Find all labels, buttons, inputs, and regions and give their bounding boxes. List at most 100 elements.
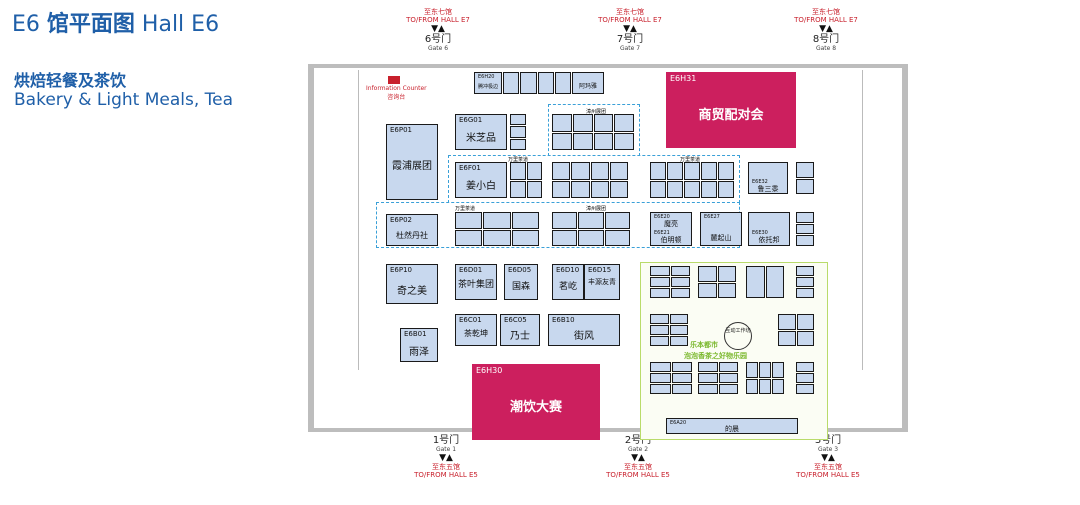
booth-small[interactable] [718, 180, 734, 198]
booth-small[interactable] [537, 72, 554, 94]
booth-small[interactable] [650, 314, 669, 324]
booth-small[interactable] [572, 114, 593, 132]
booth-small[interactable] [718, 373, 738, 383]
booth-e6h38[interactable]: 阿玛雅 [572, 72, 604, 94]
booth-small[interactable] [718, 162, 734, 180]
booth-small[interactable] [552, 229, 578, 246]
booth-small[interactable] [650, 373, 671, 383]
booth-small[interactable] [520, 72, 537, 94]
booth-small[interactable] [796, 277, 814, 287]
booth-small[interactable] [796, 373, 814, 383]
booth-small[interactable] [503, 72, 520, 94]
booth-small[interactable] [670, 288, 690, 298]
booth-small[interactable] [593, 132, 614, 150]
booth-small[interactable] [698, 384, 718, 394]
booth-small[interactable] [614, 114, 634, 132]
booth-small[interactable] [701, 162, 717, 180]
booth-small[interactable] [590, 162, 609, 180]
booth-small[interactable] [796, 384, 814, 394]
booth-small[interactable] [554, 72, 571, 94]
booth-small[interactable] [552, 212, 578, 229]
booth-small[interactable] [650, 162, 666, 180]
booth-small[interactable] [669, 336, 688, 346]
booth-e6h31[interactable]: E6H31 商贸配对会 [666, 72, 796, 148]
booth-small[interactable] [578, 229, 604, 246]
booth-small[interactable] [571, 162, 590, 180]
booth-small[interactable] [796, 288, 814, 298]
booth-small[interactable] [510, 180, 526, 198]
booth-small[interactable] [669, 314, 688, 324]
booth-small[interactable] [571, 180, 590, 198]
booth-small[interactable] [650, 384, 671, 394]
booth-small[interactable] [670, 266, 690, 276]
booth-small[interactable] [593, 114, 614, 132]
booth-small[interactable] [510, 138, 526, 150]
booth-small[interactable] [759, 378, 771, 394]
booth-small[interactable] [796, 314, 814, 330]
booth-small[interactable] [701, 180, 717, 198]
booth-small[interactable] [698, 373, 718, 383]
booth-small[interactable] [455, 212, 483, 229]
booth-small[interactable] [670, 277, 690, 287]
booth-small[interactable] [552, 132, 572, 150]
booth-small[interactable] [578, 212, 604, 229]
booth-small[interactable] [650, 362, 671, 372]
booth-small[interactable] [759, 362, 771, 378]
booth-small[interactable] [796, 162, 814, 178]
booth-small[interactable] [796, 212, 814, 223]
booth-small[interactable] [717, 266, 736, 282]
booth-small[interactable] [684, 180, 700, 198]
booth-small[interactable] [667, 180, 683, 198]
booth-small[interactable] [778, 330, 796, 346]
booth-small[interactable] [796, 266, 814, 276]
booth-small[interactable] [510, 114, 526, 126]
booth-small[interactable] [650, 336, 669, 346]
booth-small[interactable] [698, 282, 717, 298]
booth-small[interactable] [796, 362, 814, 372]
booth-small[interactable] [698, 362, 718, 372]
booth-small[interactable] [684, 162, 700, 180]
booth-small[interactable] [552, 114, 572, 132]
booth-small[interactable] [650, 325, 669, 335]
booth-small[interactable] [671, 373, 692, 383]
booth-small[interactable] [698, 266, 717, 282]
booth-small[interactable] [717, 282, 736, 298]
booth-small[interactable] [552, 162, 571, 180]
booth-small[interactable] [746, 362, 758, 378]
booth-small[interactable] [455, 229, 483, 246]
booth-small[interactable] [572, 132, 593, 150]
booth-small[interactable] [609, 162, 628, 180]
booth-small[interactable] [671, 384, 692, 394]
booth-small[interactable] [604, 229, 630, 246]
booth-small[interactable] [552, 180, 571, 198]
booth-small[interactable] [526, 162, 542, 180]
booth-small[interactable] [746, 378, 758, 394]
booth-small[interactable] [614, 132, 634, 150]
booth-small[interactable] [511, 229, 539, 246]
booth-small[interactable] [526, 180, 542, 198]
booth-small[interactable] [650, 277, 670, 287]
booth-small[interactable] [483, 212, 511, 229]
